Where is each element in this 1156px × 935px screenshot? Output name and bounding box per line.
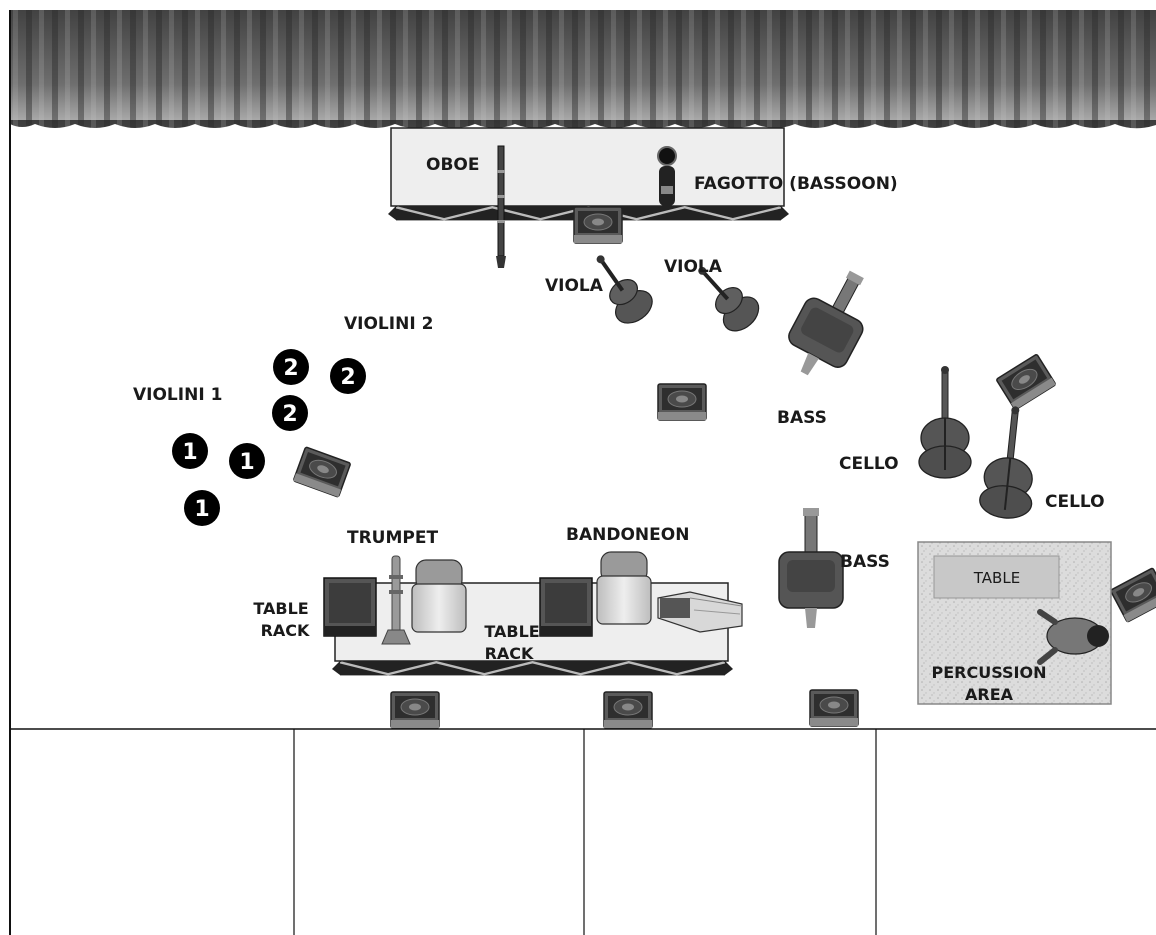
violin-marker: 2 [272, 395, 308, 431]
viola-icon [698, 266, 760, 332]
oboe-label: OBOE [426, 155, 479, 175]
monitor-speaker-icon [657, 383, 707, 421]
trumpet-label: TRUMPET [347, 528, 438, 548]
violin-marker: 2 [330, 358, 366, 394]
violini-1-markers: 1 1 1 [172, 433, 265, 526]
monitor-speaker-icon [995, 353, 1057, 411]
cello-left-label: CELLO [839, 454, 899, 474]
double-bass-icon [788, 270, 864, 376]
cello-icon [979, 406, 1033, 519]
cello-icon [918, 366, 972, 479]
double-bass-icon [778, 508, 844, 628]
svg-text:1: 1 [182, 440, 197, 465]
viola-icon [596, 255, 653, 324]
violini2-label: VIOLINI 2 [344, 314, 433, 334]
cello-right-label: CELLO [1045, 492, 1105, 512]
violini1-label: VIOLINI 1 [133, 385, 222, 405]
bandoneon-icon [657, 591, 743, 633]
monitor-speaker-icon [573, 206, 623, 244]
woodwind-riser [388, 127, 789, 220]
percussion-label-line1: PERCUSSION [932, 663, 1047, 682]
viola-right-label: VIOLA [664, 257, 723, 277]
svg-text:2: 2 [340, 365, 355, 390]
table-rack-left-label-line2: RACK [261, 621, 310, 640]
violini-2-markers: 2 2 2 [272, 349, 366, 431]
percussionist-icon [1037, 609, 1109, 665]
violin-marker: 2 [273, 349, 309, 385]
trumpet-icon [381, 555, 411, 645]
monitor-speaker-icon [390, 691, 440, 729]
chair-icon [411, 559, 467, 633]
table-rack-icon [539, 577, 593, 637]
stage-curtain [10, 10, 1156, 129]
percussion-label-line2: AREA [965, 685, 1014, 704]
svg-text:1: 1 [194, 497, 209, 522]
violin-marker: 1 [172, 433, 208, 469]
chair-icon [596, 551, 652, 625]
bass-lower-label: BASS [840, 552, 890, 572]
fagotto-label: FAGOTTO (BASSOON) [694, 174, 898, 194]
oboe-icon [496, 145, 506, 268]
table-rack-mid-label-line1: TABLE [484, 622, 539, 641]
viola-left-label: VIOLA [545, 276, 604, 296]
bassoon-icon [657, 146, 677, 206]
percussion-table-label: TABLE [973, 569, 1020, 587]
bandoneon-label: BANDONEON [566, 525, 689, 545]
monitor-speaker-icon [603, 691, 653, 729]
violin-marker: 1 [229, 443, 265, 479]
svg-text:1: 1 [239, 450, 254, 475]
svg-text:2: 2 [282, 402, 297, 427]
table-rack-left-label-line1: TABLE [253, 599, 308, 618]
violin-marker: 1 [184, 490, 220, 526]
table-rack-icon [323, 577, 377, 637]
monitor-speaker-icon [1109, 567, 1156, 623]
monitor-speaker-icon [809, 689, 859, 727]
table-rack-mid-label-line2: RACK [485, 644, 534, 663]
monitor-speaker-icon [292, 446, 352, 498]
svg-text:2: 2 [283, 356, 298, 381]
bass-upper-label: BASS [777, 408, 827, 428]
